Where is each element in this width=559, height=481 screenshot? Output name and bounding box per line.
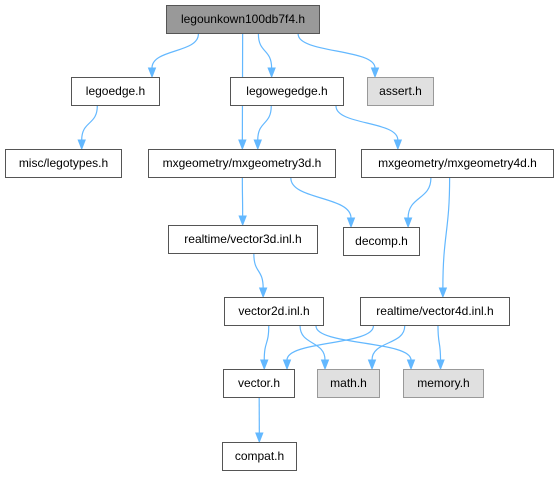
edge-arrowhead-vec3d-to-vec2d [260, 288, 267, 297]
edge-arrowhead-mx3d-to-vec3d [239, 216, 246, 225]
edge-arrowhead-legoedge-to-legotypes [78, 140, 85, 149]
edge-arrowhead-root-to-mx3d [239, 140, 246, 149]
node-legoedge-h[interactable]: legoedge.h [71, 77, 160, 106]
edge-arrowhead-mx4d-to-decomp [405, 218, 412, 227]
edge-arrowhead-legowegedge-to-mx4d [394, 140, 401, 149]
node-decomp-h[interactable]: decomp.h [343, 227, 420, 256]
edge-arrowhead-vec4d-to-vector [284, 360, 291, 369]
edge-vec3d-to-vec2d [254, 254, 263, 288]
node-vector3d-inl-h[interactable]: realtime/vector3d.inl.h [168, 225, 318, 254]
edge-root-to-legowegedge [258, 34, 271, 68]
edge-vec2d-to-vector [264, 326, 269, 360]
edge-mx3d-to-decomp [291, 178, 351, 218]
edge-arrowhead-root-to-legoedge [149, 68, 156, 77]
edge-arrowhead-mx3d-to-decomp [348, 218, 355, 227]
node-compat-h[interactable]: compat.h [222, 442, 297, 471]
edge-arrowhead-vec2d-to-vector [261, 360, 268, 369]
edge-root-to-legoedge [152, 34, 198, 68]
node-misc-legotypes-h[interactable]: misc/legotypes.h [5, 149, 122, 178]
edge-legowegedge-to-mx4d [336, 106, 398, 140]
edge-arrowhead-vec2d-to-memory [408, 360, 415, 369]
edge-arrowhead-vec2d-to-math [322, 360, 329, 369]
edge-arrowhead-vec4d-to-memory [437, 360, 444, 369]
edge-arrowhead-vector-to-compat [256, 433, 263, 442]
edge-legowegedge-to-mx3d [258, 106, 272, 140]
edge-mx4d-to-decomp [408, 178, 431, 218]
edge-root-to-assert [298, 34, 375, 68]
node-memory-h[interactable]: memory.h [403, 369, 484, 398]
edge-vec2d-to-math [300, 326, 325, 360]
edge-arrowhead-legowegedge-to-mx3d [254, 140, 261, 149]
node-legowegedge-h[interactable]: legowegedge.h [230, 77, 344, 106]
edge-legoedge-to-legotypes [82, 106, 98, 140]
edge-arrowhead-root-to-assert [372, 68, 379, 77]
node-legounkown100db7f4-h[interactable]: legounkown100db7f4.h [166, 5, 320, 34]
node-assert-h[interactable]: assert.h [367, 77, 434, 106]
edge-mx4d-to-vec4d [443, 178, 450, 288]
edge-arrowhead-root-to-legowegedge [268, 68, 275, 77]
edge-vec4d-to-math [372, 326, 405, 360]
node-vector-h[interactable]: vector.h [223, 369, 295, 398]
node-vector4d-inl-h[interactable]: realtime/vector4d.inl.h [360, 297, 510, 326]
node-mxgeometry3d-h[interactable]: mxgeometry/mxgeometry3d.h [148, 149, 336, 178]
edge-arrowhead-vec4d-to-math [369, 360, 376, 369]
node-vector2d-inl-h[interactable]: vector2d.inl.h [224, 297, 324, 326]
node-mxgeometry4d-h[interactable]: mxgeometry/mxgeometry4d.h [361, 149, 554, 178]
edge-vec4d-to-memory [438, 326, 441, 360]
node-math-h[interactable]: math.h [317, 369, 380, 398]
edge-arrowhead-mx4d-to-vec4d [439, 288, 446, 297]
